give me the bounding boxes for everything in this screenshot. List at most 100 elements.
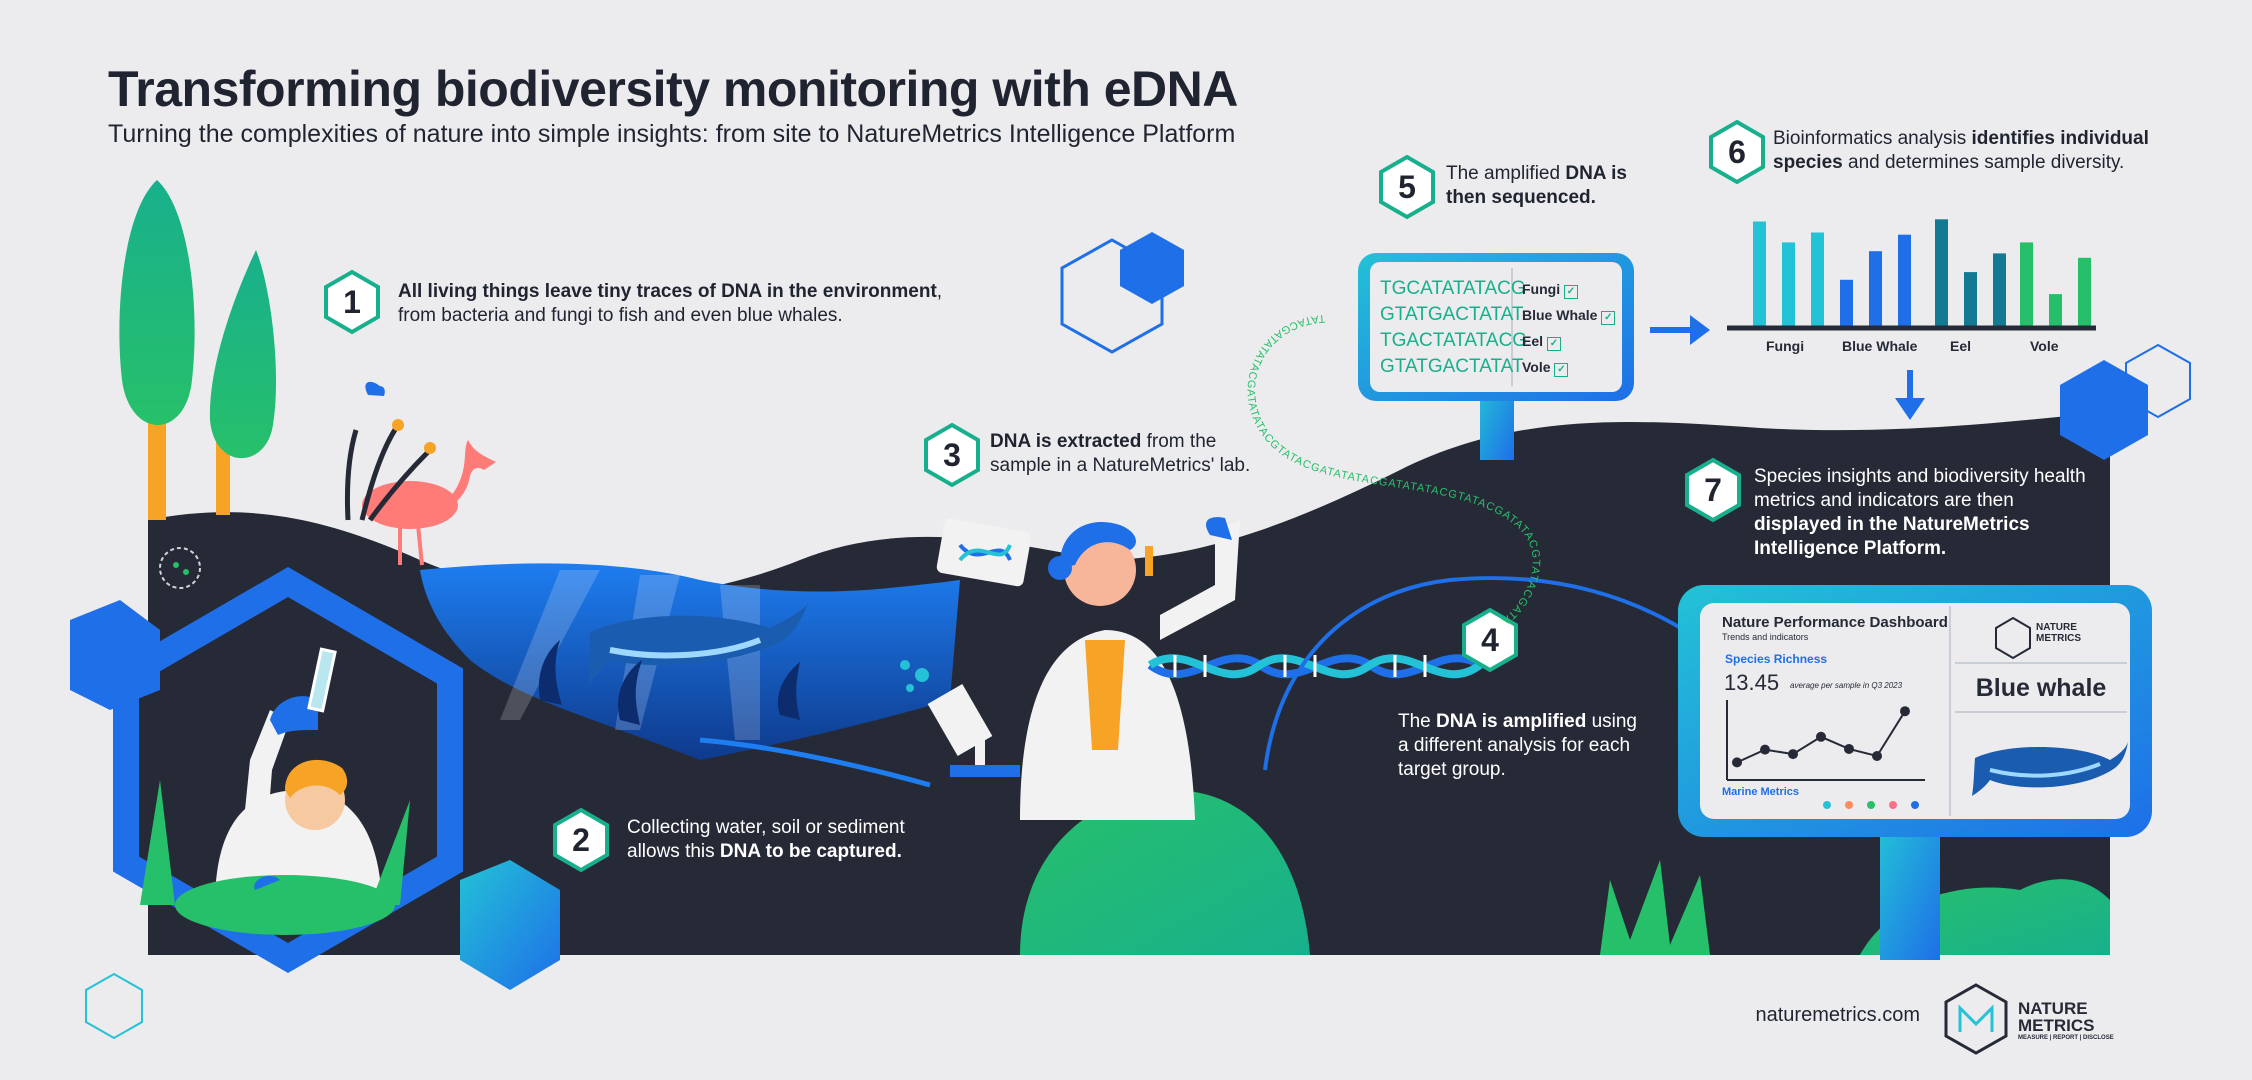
grass-right — [1600, 860, 1710, 955]
small-hex-outline — [85, 972, 143, 1040]
step-3-text: DNA is extracted from the sample in a Na… — [990, 431, 1251, 476]
species-bar-chart — [1753, 219, 2091, 326]
chart-category-label: Blue Whale — [1842, 338, 1918, 354]
step-number-2: 2 — [572, 821, 590, 858]
sequence-line: TGCATATATACG — [1380, 278, 1526, 299]
website-link[interactable]: naturemetrics.com — [1755, 1004, 1921, 1026]
bar-eel — [1964, 272, 1977, 326]
sequence-list: TGCATATATACG GTATGACTATAT TGACTATATACG G… — [1380, 276, 1527, 380]
bar-eel — [1993, 253, 2006, 326]
dna-card-icon — [936, 518, 1032, 587]
sequence-line: GTATGACTATAT — [1380, 304, 1524, 325]
sparkline-point — [1844, 743, 1854, 754]
seaweed — [538, 640, 800, 725]
reeds — [344, 426, 430, 522]
bar-eel — [1935, 219, 1948, 326]
dashboard-logo-text: NATURE METRICS — [2036, 622, 2081, 644]
metric-label: Species Richness — [1725, 652, 1828, 666]
bubbles — [900, 660, 929, 692]
butterfly-icon — [365, 381, 385, 396]
step-5-text: The amplified DNA is then sequenced. — [1446, 163, 1627, 208]
species-check-item: Eel ✓ — [1522, 328, 1615, 354]
species-check-item: Blue Whale ✓ — [1522, 302, 1616, 328]
sparkline-point — [1732, 757, 1742, 768]
sparkline-point — [1760, 744, 1770, 755]
hex-outline-right — [2125, 343, 2191, 419]
legend-dot — [1867, 801, 1875, 809]
legend-dot — [1889, 801, 1897, 809]
dashboard-legend-dots — [1823, 801, 1919, 809]
green-hill-center — [1020, 789, 1310, 955]
step-7-text: Species insights and biodiversity health… — [1754, 466, 2086, 559]
page-subtitle: Turning the complexities of nature into … — [108, 120, 1236, 148]
step-number-5: 5 — [1398, 168, 1416, 205]
step-number-7: 7 — [1704, 471, 1722, 508]
sequencer-screen — [1358, 253, 1634, 460]
arrow-down-icon — [1895, 370, 1925, 420]
sequence-line: TGACTATATACG — [1380, 330, 1528, 351]
bar-vole — [2049, 294, 2062, 326]
sparkline-point — [1900, 706, 1910, 717]
species-check-item: Fungi ✓ — [1522, 276, 1615, 302]
bar-blue-whale — [1840, 279, 1853, 326]
sequence-line: GTATGACTATAT — [1380, 356, 1524, 377]
checkbox-icon: ✓ — [1564, 285, 1578, 299]
species-name: Blue whale — [1975, 674, 2107, 702]
chart-category-label: Eel — [1950, 338, 1972, 354]
sparkline-point — [1816, 731, 1826, 742]
hex-solid-top — [1120, 232, 1184, 304]
dashboard-whale-icon — [1972, 742, 2128, 796]
step-hexagons — [324, 119, 1765, 873]
field-sampling-hexagon — [70, 566, 560, 990]
bar-vole — [2078, 257, 2091, 326]
checkbox-icon: ✓ — [1601, 311, 1616, 325]
bar-fungi — [1753, 221, 1766, 326]
checkbox-icon: ✓ — [1554, 363, 1569, 377]
trees — [119, 180, 277, 520]
step-2-text: Collecting water, soil or sediment allow… — [627, 817, 905, 862]
step-number-4: 4 — [1481, 621, 1499, 658]
step-number-1: 1 — [343, 283, 361, 320]
legend-dot — [1845, 801, 1853, 809]
bar-fungi — [1811, 232, 1824, 326]
sparkline-chart — [1732, 706, 1910, 768]
footer-logo-text: NATURE METRICS MEASURE | REPORT | DISCLO… — [2018, 999, 2114, 1041]
step-number-6: 6 — [1728, 133, 1746, 170]
dashboard-logo-icon — [1995, 616, 2031, 660]
dna-helix — [1147, 654, 1483, 679]
bar-blue-whale — [1898, 234, 1911, 326]
stream — [699, 737, 931, 788]
legend-dot — [1911, 801, 1919, 809]
dashboard-subtitle: Trends and indicators — [1722, 632, 1809, 642]
amplify-arc — [1263, 576, 1702, 771]
metric-note: average per sample in Q3 2023 — [1790, 681, 1903, 690]
sparkline-axes — [1726, 700, 1925, 781]
step-number-3: 3 — [943, 436, 961, 473]
checkbox-icon: ✓ — [1546, 337, 1561, 351]
species-checklist: Fungi ✓ Blue Whale ✓ Eel ✓ Vole ✓ — [1522, 276, 1616, 380]
arrow-right-icon — [1650, 315, 1710, 345]
chart-category-label: Vole — [2030, 338, 2059, 354]
bar-fungi — [1782, 242, 1795, 326]
microbe-lens — [159, 547, 201, 589]
whale-icon — [588, 604, 808, 684]
footer-logo-icon — [1944, 983, 2008, 1055]
step-6-text: Bioinformatics analysis identifies indiv… — [1773, 128, 2149, 173]
step-4-text: The DNA is amplified using a different a… — [1398, 711, 1637, 780]
flamingo-icon — [362, 440, 496, 566]
lab-scientist — [1020, 517, 1240, 820]
bar-vole — [2020, 242, 2033, 326]
legend-dot — [1823, 801, 1831, 809]
sparkline-point — [1788, 749, 1798, 760]
metric-value: 13.45 — [1724, 670, 1780, 695]
microscope-icon — [927, 684, 1020, 777]
dashboard-footer-label: Marine Metrics — [1722, 786, 1800, 798]
bar-blue-whale — [1869, 251, 1882, 326]
page-title: Transforming biodiversity monitoring wit… — [108, 61, 1238, 117]
chart-category-label: Fungi — [1766, 338, 1805, 354]
step-1-text: All living things leave tiny traces of D… — [398, 281, 943, 326]
sparkline-point — [1872, 751, 1882, 761]
dashboard-title: Nature Performance Dashboard — [1722, 614, 1948, 631]
